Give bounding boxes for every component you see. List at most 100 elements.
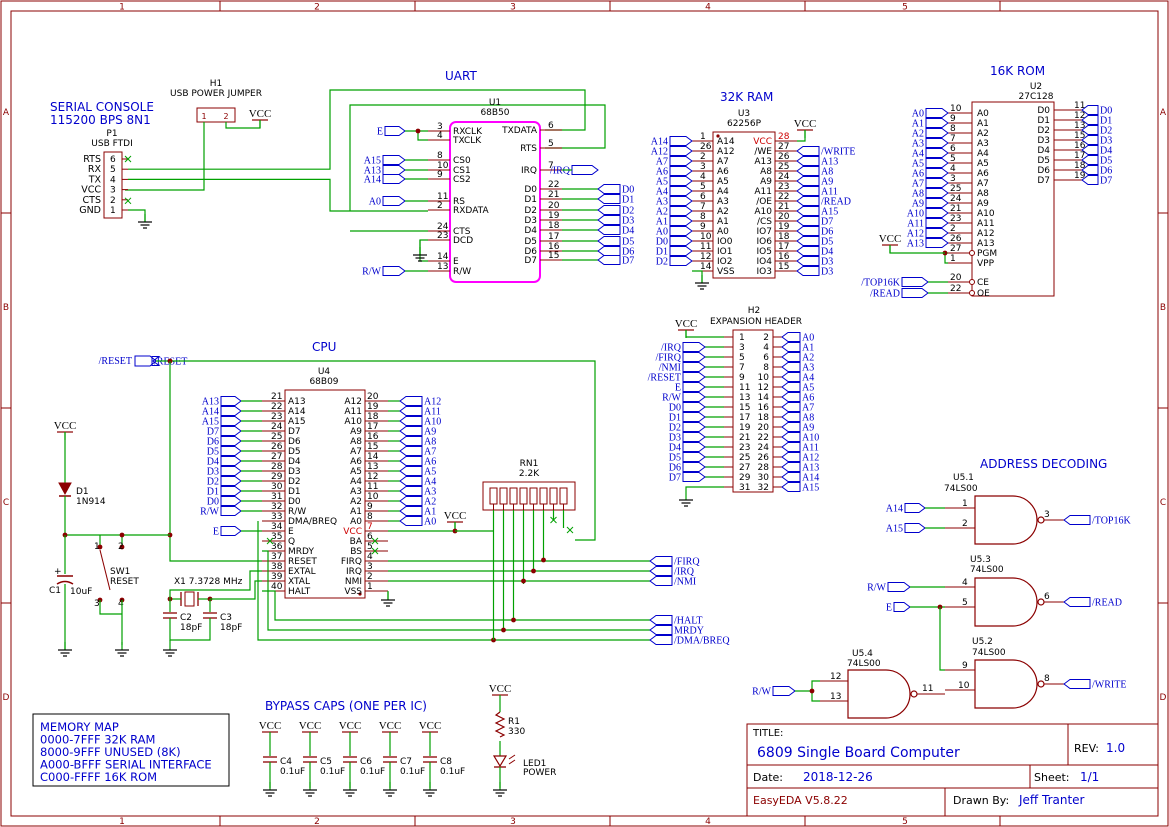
net-flag (925, 158, 949, 168)
grid-col-label: 4 (705, 3, 711, 13)
net-label: D6 (622, 247, 634, 258)
u4-ref: U4 (318, 367, 331, 377)
pin-name: A9 (760, 177, 772, 187)
pin-name: A5 (977, 159, 989, 169)
title-label: TITLE: (752, 728, 783, 739)
pin-number: 30 (271, 482, 283, 492)
pin-name: VSS (344, 587, 362, 597)
pin-name: A14 (288, 407, 306, 417)
pin-number: 8 (700, 212, 706, 222)
net-flag (597, 194, 621, 204)
p1-signal: TX (88, 174, 102, 185)
net-flag (781, 392, 801, 402)
pin-number: 1 (201, 112, 206, 121)
pin-name: E (453, 257, 459, 267)
net-flag (781, 442, 801, 452)
pin1-dot (358, 592, 362, 596)
pin-name: D7 (288, 427, 301, 437)
pin-number: 30 (758, 473, 770, 483)
pin-name: A1 (977, 119, 989, 129)
pin-name: CTS (453, 227, 471, 237)
net-flag (399, 516, 423, 526)
r1-ref: R1 (508, 717, 520, 727)
net-flag (649, 635, 673, 645)
net-label: A10 (424, 417, 441, 428)
pin-name: A7 (717, 157, 729, 167)
junction (541, 557, 546, 563)
pin-name: D2 (288, 477, 301, 487)
pin-name: A14 (717, 137, 735, 147)
net-flag (399, 396, 423, 406)
net-label: /READ (821, 197, 851, 208)
u2-ref: U2 (1030, 82, 1042, 92)
pin-name: E (288, 527, 294, 537)
net-label: A6 (656, 167, 668, 178)
net-flag (925, 108, 949, 118)
u5-4-body (847, 669, 911, 719)
pin-number: 16 (367, 432, 379, 442)
net-label: /IRQ (674, 567, 695, 578)
u5-1-ref: U5.1 (953, 473, 974, 483)
pin-number: 19 (778, 222, 790, 232)
pin-number: 9 (367, 502, 373, 512)
pin-number: 26 (778, 152, 790, 162)
net-label: A2 (912, 129, 924, 140)
pin-number: 6 (700, 192, 706, 202)
pin-number: 3 (110, 186, 116, 196)
rev-text: 1.0 (1106, 741, 1125, 755)
net-label: A1 (912, 119, 924, 130)
c1-ref: C1 (49, 586, 61, 596)
wire (128, 209, 146, 222)
pin-number: 1 (700, 132, 706, 142)
wire (262, 590, 650, 621)
pin-number: 24 (437, 222, 449, 232)
pin-number: 2 (700, 152, 706, 162)
net-flag (796, 206, 820, 216)
net-label: R/W (662, 393, 681, 404)
pin-name: A8 (350, 437, 362, 447)
pin-number: 24 (758, 443, 770, 453)
junction (415, 128, 421, 134)
pin-name: A3 (977, 139, 989, 149)
net-label: D6 (821, 227, 833, 238)
net-flag (887, 582, 911, 592)
net-label: A7 (802, 403, 814, 414)
net-flag (781, 342, 801, 352)
net-flag (682, 402, 706, 412)
pin-name: BA (350, 537, 363, 547)
pin-number: 23 (950, 214, 961, 224)
pin-number: 22 (778, 192, 789, 202)
heading-serial: SERIAL CONSOLE (50, 100, 154, 114)
pin-number: 13 (1074, 121, 1085, 131)
net-label: A7 (912, 179, 924, 190)
rev-label: REV: (1074, 742, 1099, 755)
net-label: D0 (656, 237, 668, 248)
pin-number: 22 (548, 180, 559, 190)
net-flag (682, 362, 706, 372)
net-label: A5 (424, 467, 436, 478)
p1-name: USB FTDI (91, 139, 132, 149)
pin-name: D5 (524, 237, 537, 247)
d1-ref: D1 (76, 487, 89, 497)
net-flag (781, 462, 801, 472)
pin-name: D3 (288, 467, 301, 477)
u4-name: 68B09 (309, 377, 338, 387)
pin-number: 3 (437, 122, 443, 132)
net-flag (399, 506, 423, 516)
pin-name: D2 (524, 206, 537, 216)
net-label: A11 (821, 187, 838, 198)
net-label: /FIRQ (655, 353, 681, 364)
pin-number: 31 (739, 483, 750, 493)
net-label: D3 (622, 216, 634, 227)
net-label: E (886, 603, 892, 614)
pin-name: IO5 (757, 247, 772, 257)
net-flag (399, 406, 423, 416)
pin-name: A12 (717, 147, 735, 157)
net-flag (925, 188, 949, 198)
grid-col-label: 2 (314, 817, 320, 827)
h1-body (196, 107, 236, 123)
pin-number: 2 (950, 224, 956, 234)
pin-name: A0 (350, 517, 362, 527)
